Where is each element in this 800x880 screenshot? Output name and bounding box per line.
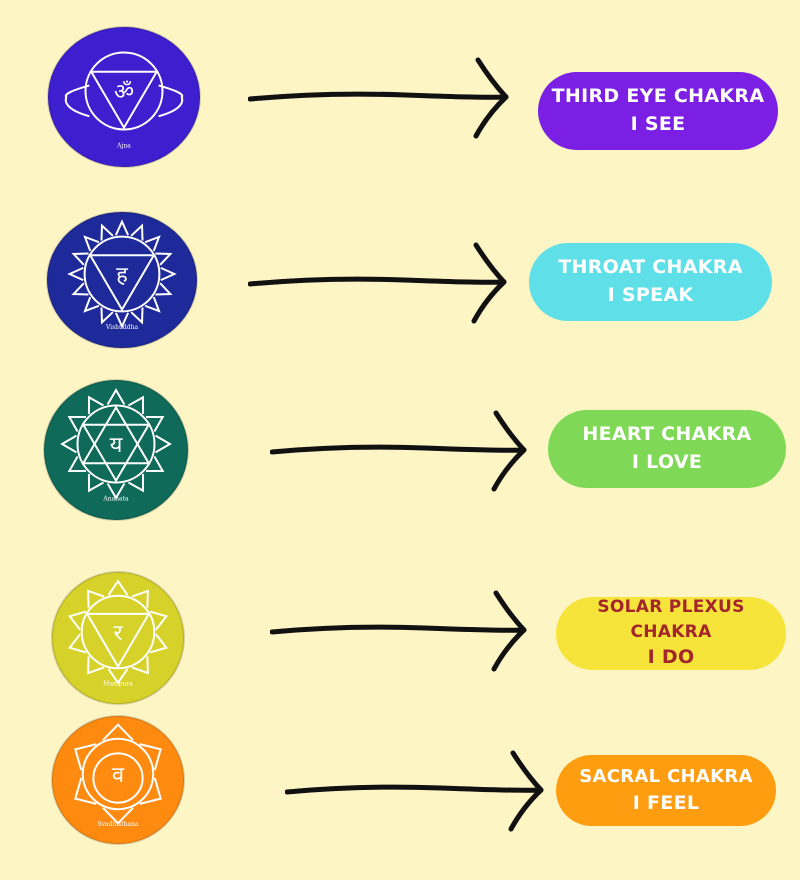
- chakra-symbol-icon: व: [112, 763, 125, 788]
- chakra-label-3: SOLAR PLEXUS CHAKRA I DO: [556, 597, 786, 670]
- chakra-label-1: THROAT CHAKRA I SPEAK: [529, 243, 772, 321]
- disc-label: Anahata: [102, 495, 129, 502]
- chakra-name: HEART CHAKRA: [582, 423, 752, 446]
- arrow-right-icon: [270, 410, 527, 492]
- arrow-right-icon: [248, 57, 509, 139]
- chakra-disc-1: ह Vishuddha: [46, 211, 198, 349]
- chakra-name: THIRD EYE CHAKRA: [551, 85, 765, 108]
- disc-label: Svadhisthana: [97, 821, 138, 828]
- arrow-right-icon: [285, 750, 544, 832]
- disc-label: Ajna: [116, 142, 131, 149]
- chakra-disc-2: य Anahata: [43, 379, 189, 521]
- chakra-affirmation: I FEEL: [632, 791, 700, 814]
- chakra-disc-4: व Svadhisthana: [51, 715, 185, 845]
- chakra-label-4: SACRAL CHAKRA I FEEL: [556, 755, 776, 826]
- chakra-name: SACRAL CHAKRA: [579, 765, 753, 787]
- chakra-disc-3: र Manipura: [51, 571, 185, 705]
- chakra-symbol-icon: र: [114, 621, 124, 646]
- disc-label: Vishuddha: [105, 324, 139, 331]
- chakra-affirmation: I SEE: [630, 113, 686, 135]
- chakra-name: SOLAR PLEXUS CHAKRA: [597, 597, 745, 642]
- disc-label: Manipura: [103, 681, 133, 688]
- chakra-disc-0: ॐ Ajna: [47, 26, 201, 168]
- chakra-affirmation: I DO: [647, 646, 695, 669]
- chakra-symbol-icon: ॐ: [114, 80, 134, 105]
- chakra-symbol-icon: ह: [116, 263, 128, 288]
- chakra-affirmation: I LOVE: [631, 451, 703, 473]
- arrow-right-icon: [270, 590, 527, 672]
- chakra-label-0: THIRD EYE CHAKRA I SEE: [538, 72, 778, 150]
- chakra-name: THROAT CHAKRA: [558, 256, 743, 279]
- arrow-right-icon: [248, 242, 507, 324]
- chakra-symbol-icon: य: [110, 433, 124, 458]
- chakra-label-2: HEART CHAKRA I LOVE: [548, 410, 786, 488]
- chakra-affirmation: I SPEAK: [607, 284, 694, 306]
